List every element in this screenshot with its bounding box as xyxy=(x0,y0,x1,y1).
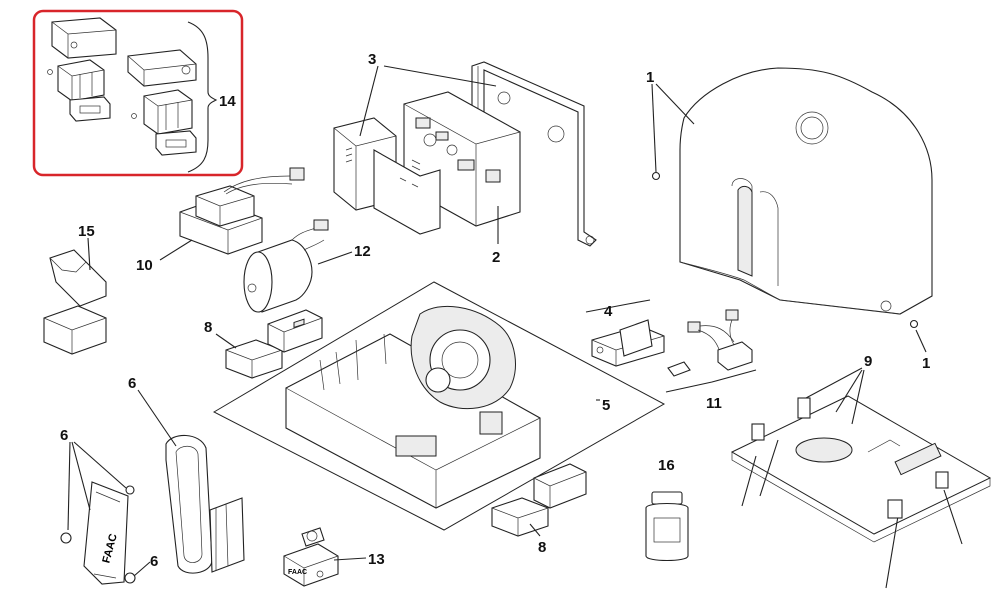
leader-1c xyxy=(915,329,927,353)
release-key-faac-logo: FAAC xyxy=(288,569,307,576)
leader-1b xyxy=(655,83,695,125)
part-8-limit-bracket-top[interactable] xyxy=(225,309,323,379)
part-2-control-board[interactable] xyxy=(373,91,521,235)
leader-8b xyxy=(529,523,541,537)
leader-6b xyxy=(137,389,177,447)
leader-9b xyxy=(835,369,863,413)
leader-6c xyxy=(133,561,151,577)
leader-1a xyxy=(651,83,657,173)
part-8-limit-bracket-bottom[interactable] xyxy=(491,463,587,537)
leader-15 xyxy=(87,237,91,271)
label-6-left: 6 xyxy=(60,427,68,444)
part-10-transformer[interactable] xyxy=(179,167,305,255)
label-15: 15 xyxy=(78,223,95,240)
part-1-motor-cover[interactable] xyxy=(679,67,933,315)
leader-10 xyxy=(159,239,193,261)
label-3: 3 xyxy=(368,51,376,68)
label-12: 12 xyxy=(354,243,371,260)
label-6-top: 6 xyxy=(128,375,136,392)
part-13-release-key[interactable]: FAAC xyxy=(283,527,339,587)
label-2: 2 xyxy=(492,249,500,266)
label-9: 9 xyxy=(864,353,872,370)
label-5: 5 xyxy=(602,397,610,414)
leader-6a1 xyxy=(67,441,71,531)
leader-12 xyxy=(317,251,353,265)
label-1-bottom: 1 xyxy=(922,355,930,372)
label-8-bottom: 8 xyxy=(538,539,546,556)
part-14-limit-switch-group[interactable] xyxy=(47,17,218,173)
leader-9c xyxy=(851,369,865,425)
leader-3b xyxy=(383,65,497,87)
label-14: 14 xyxy=(219,93,236,110)
leader-3a xyxy=(359,65,379,137)
part-1-screw-bottom[interactable] xyxy=(909,319,919,329)
part-6-column-housing[interactable] xyxy=(165,434,245,574)
label-6-bottom: 6 xyxy=(150,553,158,570)
part-11-wiring-harness[interactable] xyxy=(665,309,757,393)
leader-6a2 xyxy=(71,441,91,511)
part-12-electric-motor[interactable] xyxy=(243,219,329,313)
label-1-top: 1 xyxy=(646,69,654,86)
part-1-screw-top[interactable] xyxy=(651,171,661,181)
leader-13 xyxy=(333,557,367,561)
leader-6a3 xyxy=(73,441,127,489)
label-8-top: 8 xyxy=(204,319,212,336)
part-5-base-plate[interactable] xyxy=(212,281,666,531)
part-15-packaging-box[interactable] xyxy=(43,249,107,355)
label-4: 4 xyxy=(604,303,613,320)
part-14-highlight-frame xyxy=(32,9,244,177)
part-4-mounting-bracket[interactable] xyxy=(585,299,665,367)
label-10: 10 xyxy=(136,257,153,274)
leader-8a xyxy=(215,333,237,349)
part-16-grease-jar[interactable] xyxy=(645,491,689,562)
label-16: 16 xyxy=(658,457,675,474)
label-13: 13 xyxy=(368,551,385,568)
part-9-foundation-plate[interactable] xyxy=(730,395,992,589)
leader-9a xyxy=(805,367,863,399)
part-6-photocell-cover[interactable]: FAAC xyxy=(60,481,136,585)
label-11: 11 xyxy=(706,395,722,412)
